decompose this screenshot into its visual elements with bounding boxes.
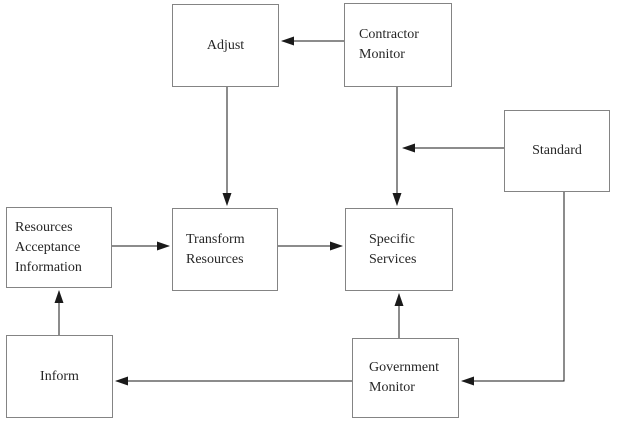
arrow-standard-to-government-monitor xyxy=(461,192,565,386)
node-label: Adjust xyxy=(206,37,245,53)
node-government-monitor: Government Monitor xyxy=(352,338,459,418)
node-label: Transform xyxy=(186,231,245,247)
node-standard: Standard xyxy=(504,110,610,192)
node-label: Services xyxy=(369,251,417,267)
node-label: Contractor xyxy=(359,27,419,42)
node-label: Acceptance xyxy=(15,239,81,255)
node-label: Government xyxy=(369,360,439,375)
node-label: Specific xyxy=(369,231,415,247)
node-label: Monitor xyxy=(359,47,405,62)
node-contractor-monitor: Contractor Monitor xyxy=(344,3,452,87)
node-label: Monitor xyxy=(369,380,415,395)
node-label: Resources xyxy=(15,219,73,235)
node-specific-services: Specific Services xyxy=(345,208,453,291)
node-label: Standard xyxy=(532,143,582,158)
node-adjust: Adjust xyxy=(172,4,279,87)
node-label: Inform xyxy=(40,368,79,384)
node-label: Resources xyxy=(186,251,244,267)
node-resources-acceptance-information: Resources Acceptance Information xyxy=(6,207,112,288)
node-inform: Inform xyxy=(6,335,113,418)
node-label: Information xyxy=(15,259,82,275)
node-transform-resources: Transform Resources xyxy=(172,208,278,291)
